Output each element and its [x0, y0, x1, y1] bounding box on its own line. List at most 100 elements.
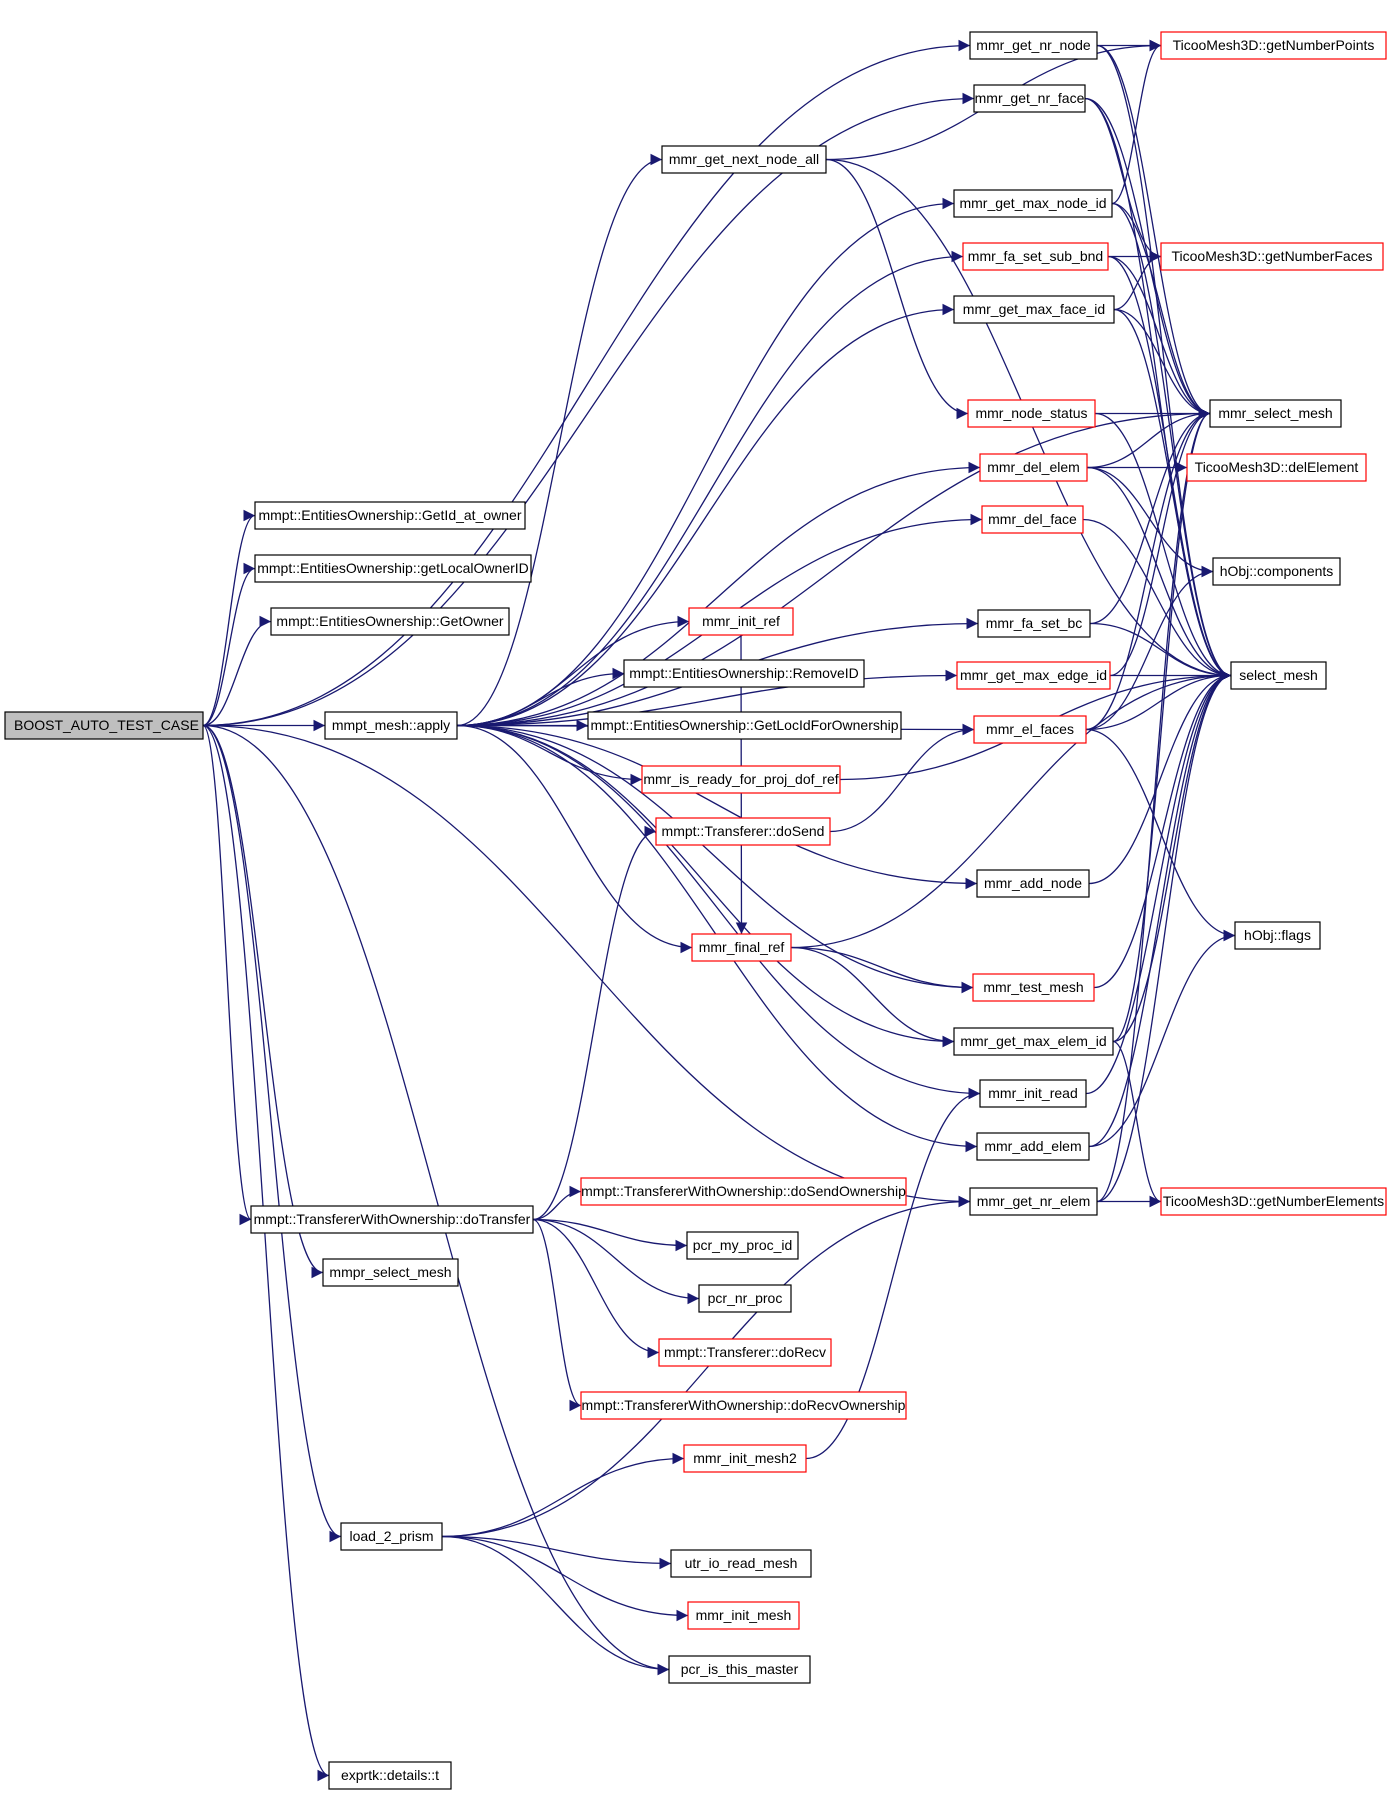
node-getnumpoints[interactable]: TicooMesh3D::getNumberPoints [1160, 31, 1387, 60]
edge-maxelemid-to-selectmesh [1112, 669, 1232, 1043]
edge-dotransfer-to-dorecv [532, 1218, 660, 1359]
node-delelem[interactable]: mmr_del_elem [979, 453, 1088, 482]
node-components[interactable]: hObj::components [1212, 557, 1341, 586]
node-maxnodeid[interactable]: mmr_get_max_node_id [953, 189, 1113, 218]
node-getlocid[interactable]: mmpt::EntitiesOwnership::GetLocIdForOwne… [587, 711, 902, 740]
node-initref[interactable]: mmr_init_ref [688, 607, 794, 636]
edge-delface-to-selectmesh [1082, 518, 1232, 682]
node-nodestatus[interactable]: mmr_node_status [967, 399, 1096, 428]
node-initmesh2[interactable]: mmr_init_mesh2 [683, 1444, 807, 1473]
node-box-delface [981, 505, 1084, 534]
node-elfaces[interactable]: mmr_el_faces [973, 715, 1087, 744]
node-flags[interactable]: hObj::flags [1234, 921, 1321, 950]
node-maxfaceid[interactable]: mmr_get_max_face_id [953, 295, 1115, 324]
node-box-getlocid [587, 711, 902, 740]
node-selectmesh[interactable]: select_mesh [1230, 661, 1327, 690]
node-root[interactable]: BOOST_AUTO_TEST_CASE [4, 711, 204, 740]
edge-apply-to-fasetsubbnd [456, 250, 964, 727]
node-box-load2prism [340, 1522, 443, 1551]
node-box-delelement [1186, 453, 1367, 482]
edge-delelem-to-selectmesh [1086, 466, 1232, 682]
edge-apply-to-addnode [456, 724, 978, 890]
edge-load2prism-to-initmesh [441, 1535, 689, 1622]
edge-nrface-to-selectmesh [1084, 97, 1232, 682]
node-utrread[interactable]: utr_io_read_mesh [670, 1549, 812, 1578]
node-box-elfaces [973, 715, 1087, 744]
edge-dosend-to-elfaces [829, 723, 975, 833]
node-apply[interactable]: mmpt_mesh::apply [324, 711, 458, 740]
node-mmrselect[interactable]: mmr_select_mesh [1209, 399, 1342, 428]
node-getnumfaces[interactable]: TicooMesh3D::getNumberFaces [1160, 242, 1384, 271]
edge-root-to-prselect [202, 724, 324, 1279]
node-finalref[interactable]: mmr_final_ref [691, 933, 792, 962]
node-label-finalref: mmr_final_ref [699, 939, 785, 955]
node-exprtk[interactable]: exprtk::details::t [328, 1761, 452, 1790]
node-delface[interactable]: mmr_del_face [981, 505, 1084, 534]
node-getowner[interactable]: mmpt::EntitiesOwnership::GetOwner [270, 607, 510, 636]
edge-root-to-load2prism [202, 724, 342, 1543]
node-box-nextnodeall [661, 145, 827, 174]
node-box-addnode [976, 869, 1090, 898]
node-prselect[interactable]: mmpr_select_mesh [322, 1258, 459, 1287]
node-nrelem[interactable]: mmr_get_nr_elem [969, 1187, 1098, 1216]
node-label-elfaces: mmr_el_faces [986, 721, 1074, 737]
node-addnode[interactable]: mmr_add_node [976, 869, 1090, 898]
node-initmesh[interactable]: mmr_init_mesh [687, 1601, 800, 1630]
node-nrnode[interactable]: mmr_get_nr_node [969, 31, 1098, 60]
node-dosend[interactable]: mmpt::Transferer::doSend [655, 817, 831, 846]
node-maxelemid[interactable]: mmr_get_max_elem_id [953, 1027, 1114, 1056]
edge-addnode-to-selectmesh [1088, 669, 1232, 885]
node-delelement[interactable]: TicooMesh3D::delElement [1186, 453, 1367, 482]
node-box-maxelemid [953, 1027, 1114, 1056]
edge-root-to-nrface [202, 92, 975, 727]
node-box-nrelem [969, 1187, 1098, 1216]
node-nrproc[interactable]: pcr_nr_proc [698, 1284, 792, 1313]
node-box-mmrselect [1209, 399, 1342, 428]
edge-apply-to-mmrselect [456, 407, 1211, 727]
node-label-prselect: mmpr_select_mesh [329, 1264, 451, 1280]
node-fasetbc[interactable]: mmr_fa_set_bc [977, 609, 1091, 638]
node-getnumelems[interactable]: TicooMesh3D::getNumberElements [1160, 1187, 1387, 1216]
edge-dotransfer-to-dosendown [532, 1185, 582, 1221]
node-dotransfer[interactable]: mmpt::TransfererWithOwnership::doTransfe… [250, 1205, 534, 1234]
node-label-removeid: mmpt::EntitiesOwnership::RemoveID [629, 665, 859, 681]
node-label-nrface: mmr_get_nr_face [975, 90, 1085, 106]
node-label-delelement: TicooMesh3D::delElement [1195, 459, 1359, 475]
node-dosendown[interactable]: mmpt::TransfererWithOwnership::doSendOwn… [580, 1177, 907, 1206]
node-label-getowner: mmpt::EntitiesOwnership::GetOwner [276, 613, 504, 629]
node-removeid[interactable]: mmpt::EntitiesOwnership::RemoveID [623, 659, 865, 688]
edge-apply-to-maxnodeid [456, 197, 955, 727]
node-dorecvown[interactable]: mmpt::TransfererWithOwnership::doRecvOwn… [580, 1391, 907, 1420]
edge-load2prism-to-nrelem [441, 1195, 971, 1538]
node-label-delelem: mmr_del_elem [987, 459, 1080, 475]
edge-nextnodeall-to-nodestatus [825, 158, 969, 420]
node-label-testmesh: mmr_test_mesh [983, 979, 1083, 995]
node-label-dosend: mmpt::Transferer::doSend [662, 823, 825, 839]
edge-maxelemid-to-getnumelems [1112, 1040, 1162, 1208]
node-getid[interactable]: mmpt::EntitiesOwnership::GetId_at_owner [254, 501, 526, 530]
edge-root-to-ismaster [202, 724, 670, 1676]
node-label-dorecv: mmpt::Transferer::doRecv [664, 1344, 826, 1360]
node-myprocid[interactable]: pcr_my_proc_id [686, 1231, 799, 1260]
edge-testmesh-to-selectmesh [1093, 669, 1232, 989]
node-dorecv[interactable]: mmpt::Transferer::doRecv [658, 1338, 832, 1367]
node-initread[interactable]: mmr_init_read [979, 1079, 1087, 1108]
node-box-myprocid [686, 1231, 799, 1260]
node-nextnodeall[interactable]: mmr_get_next_node_all [661, 145, 827, 174]
node-maxedgeid[interactable]: mmr_get_max_edge_id [956, 661, 1111, 690]
node-box-fasetbc [977, 609, 1091, 638]
edge-elfaces-to-mmrselect [1085, 407, 1211, 731]
node-fasetsubbnd[interactable]: mmr_fa_set_sub_bnd [962, 242, 1109, 271]
node-addelem[interactable]: mmr_add_elem [976, 1132, 1090, 1161]
node-ismaster[interactable]: pcr_is_this_master [668, 1655, 811, 1684]
node-nrface[interactable]: mmr_get_nr_face [973, 84, 1086, 113]
node-testmesh[interactable]: mmr_test_mesh [972, 973, 1095, 1002]
edge-root-to-localowner [202, 562, 256, 727]
node-load2prism[interactable]: load_2_prism [340, 1522, 443, 1551]
node-localowner[interactable]: mmpt::EntitiesOwnership::getLocalOwnerID [254, 554, 532, 583]
node-isready[interactable]: mmr_is_ready_for_proj_dof_ref [641, 765, 841, 794]
edge-apply-to-delelem [456, 461, 981, 727]
edge-apply-to-finalref [456, 724, 693, 954]
